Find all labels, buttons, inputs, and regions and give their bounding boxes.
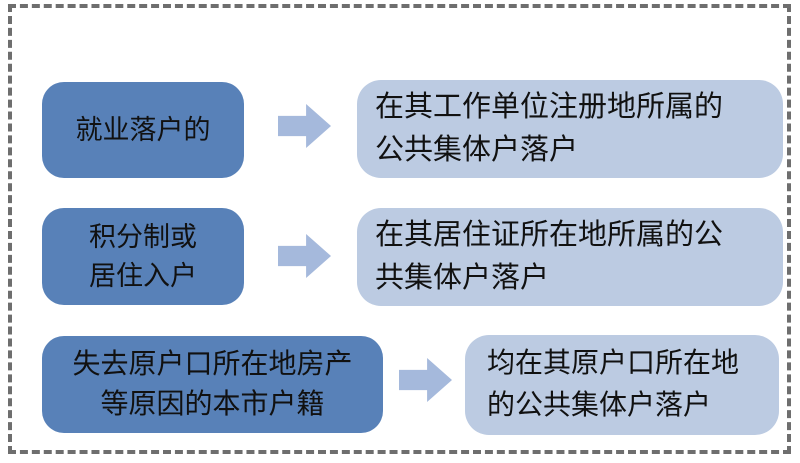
source-box-text-line: 积分制或 — [89, 222, 197, 253]
result-box-text-line: 均在其原户口所在地 — [487, 348, 740, 379]
source-box-employment: 就业落户的 — [42, 82, 244, 178]
result-box-text-line: 在其居住证所在地所属的公 — [375, 218, 724, 251]
result-box-points-residence: 在其居住证所在地所属的公 共集体户落户 — [357, 208, 783, 306]
result-box-employment: 在其工作单位注册地所属的 公共集体户落户 — [357, 80, 783, 178]
source-box-lost-property: 失去原户口所在地房产 等原因的本市户籍 — [42, 336, 383, 433]
result-box-text-line: 共集体户落户 — [375, 262, 550, 294]
result-box-text-line: 在其工作单位注册地所属的 — [375, 90, 724, 123]
dashed-border — [8, 4, 791, 454]
source-box-text-line: 就业落户的 — [75, 114, 211, 145]
source-box-text-line: 等原因的本市户籍 — [100, 388, 325, 420]
source-box-points-residence: 积分制或 居住入户 — [42, 208, 244, 305]
source-box-text-line: 失去原户口所在地房产 — [72, 348, 353, 380]
result-box-text-line: 公共集体户落户 — [375, 134, 579, 166]
source-box-text-line: 居住入户 — [89, 260, 197, 291]
result-box-lost-property: 均在其原户口所在地 的公共集体户落户 — [465, 335, 779, 435]
result-box-text-line: 的公共集体户落户 — [487, 390, 712, 421]
